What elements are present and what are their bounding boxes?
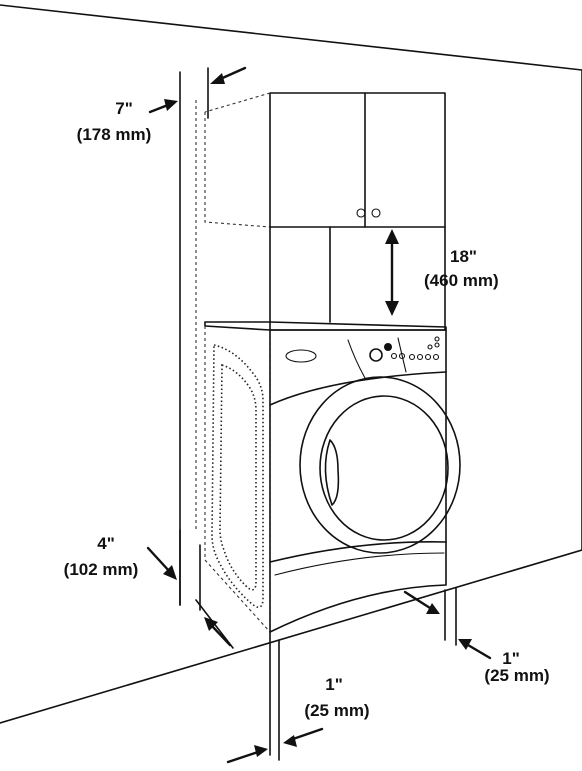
arrow-7in-left <box>148 103 170 114</box>
arrow-front-right <box>291 727 324 741</box>
cabinet-knob-right <box>371 208 381 218</box>
control-buttons <box>390 336 440 361</box>
cycle-knob <box>369 348 383 362</box>
recess-opening <box>269 226 457 646</box>
back-wall-top-edge <box>0 4 582 71</box>
arrow-front-left <box>226 750 260 764</box>
dryer-pedestal-line-2 <box>274 552 445 576</box>
arrowhead-front-left <box>254 745 268 757</box>
dryer-door-outer <box>299 376 461 554</box>
label-460mm: (460 mm) <box>424 271 499 290</box>
dryer-side <box>204 326 271 634</box>
dryer <box>204 321 461 634</box>
arrowhead-4in-right <box>204 617 218 631</box>
wall-cabinet <box>204 92 446 228</box>
arrow-4in-left <box>146 546 172 574</box>
dimension-arrows <box>146 66 492 764</box>
dimension-labels: 7" (178 mm) 18" (460 mm) 4" (102 mm) 1" … <box>64 99 550 720</box>
dryer-side-panel <box>211 343 264 608</box>
label-4in: 4" <box>97 534 115 553</box>
arrowhead-4in-left <box>163 565 177 580</box>
label-rear-1in: 1" <box>502 649 520 668</box>
console-divider-2 <box>397 337 407 373</box>
start-button <box>384 343 392 351</box>
side-wall-lines <box>179 67 209 611</box>
cabinet-front <box>269 92 446 228</box>
arrow-rear-left <box>403 590 432 610</box>
dryer-top <box>204 321 447 331</box>
cabinet-top-hidden <box>204 92 271 113</box>
console-divider <box>347 339 366 379</box>
arrowhead-rear-right <box>458 639 472 650</box>
arrow-rear-right <box>466 643 492 660</box>
dryer-console-edge <box>269 371 447 406</box>
label-7in: 7" <box>115 99 133 118</box>
label-102mm: (102 mm) <box>64 560 139 579</box>
arrowhead-rear-left <box>426 603 440 614</box>
arrowhead-front-right <box>283 735 297 747</box>
arrowhead-7in-right <box>210 73 225 84</box>
label-178mm: (178 mm) <box>77 125 152 144</box>
floor-wall-line <box>0 549 582 724</box>
brand-logo <box>285 349 317 363</box>
dryer-front <box>269 329 447 633</box>
cabinet-side-hidden <box>204 112 271 228</box>
arrowhead-7in-left <box>164 99 178 111</box>
label-rear-25mm: (25 mm) <box>484 666 549 685</box>
arrowhead-18in-bottom <box>385 301 399 316</box>
label-18in: 18" <box>450 247 477 266</box>
dryer-pedestal-line <box>269 541 447 563</box>
room-outline <box>0 4 582 724</box>
arrowhead-18in-top <box>385 229 399 244</box>
cabinet-knob-left <box>356 208 366 218</box>
label-front-25mm: (25 mm) <box>304 701 369 720</box>
dryer-door-inner <box>319 395 449 541</box>
dryer-side-panel-inner <box>219 363 257 591</box>
door-handle <box>324 439 340 506</box>
arrow-4in-right <box>210 624 232 647</box>
label-front-1in: 1" <box>325 675 343 694</box>
